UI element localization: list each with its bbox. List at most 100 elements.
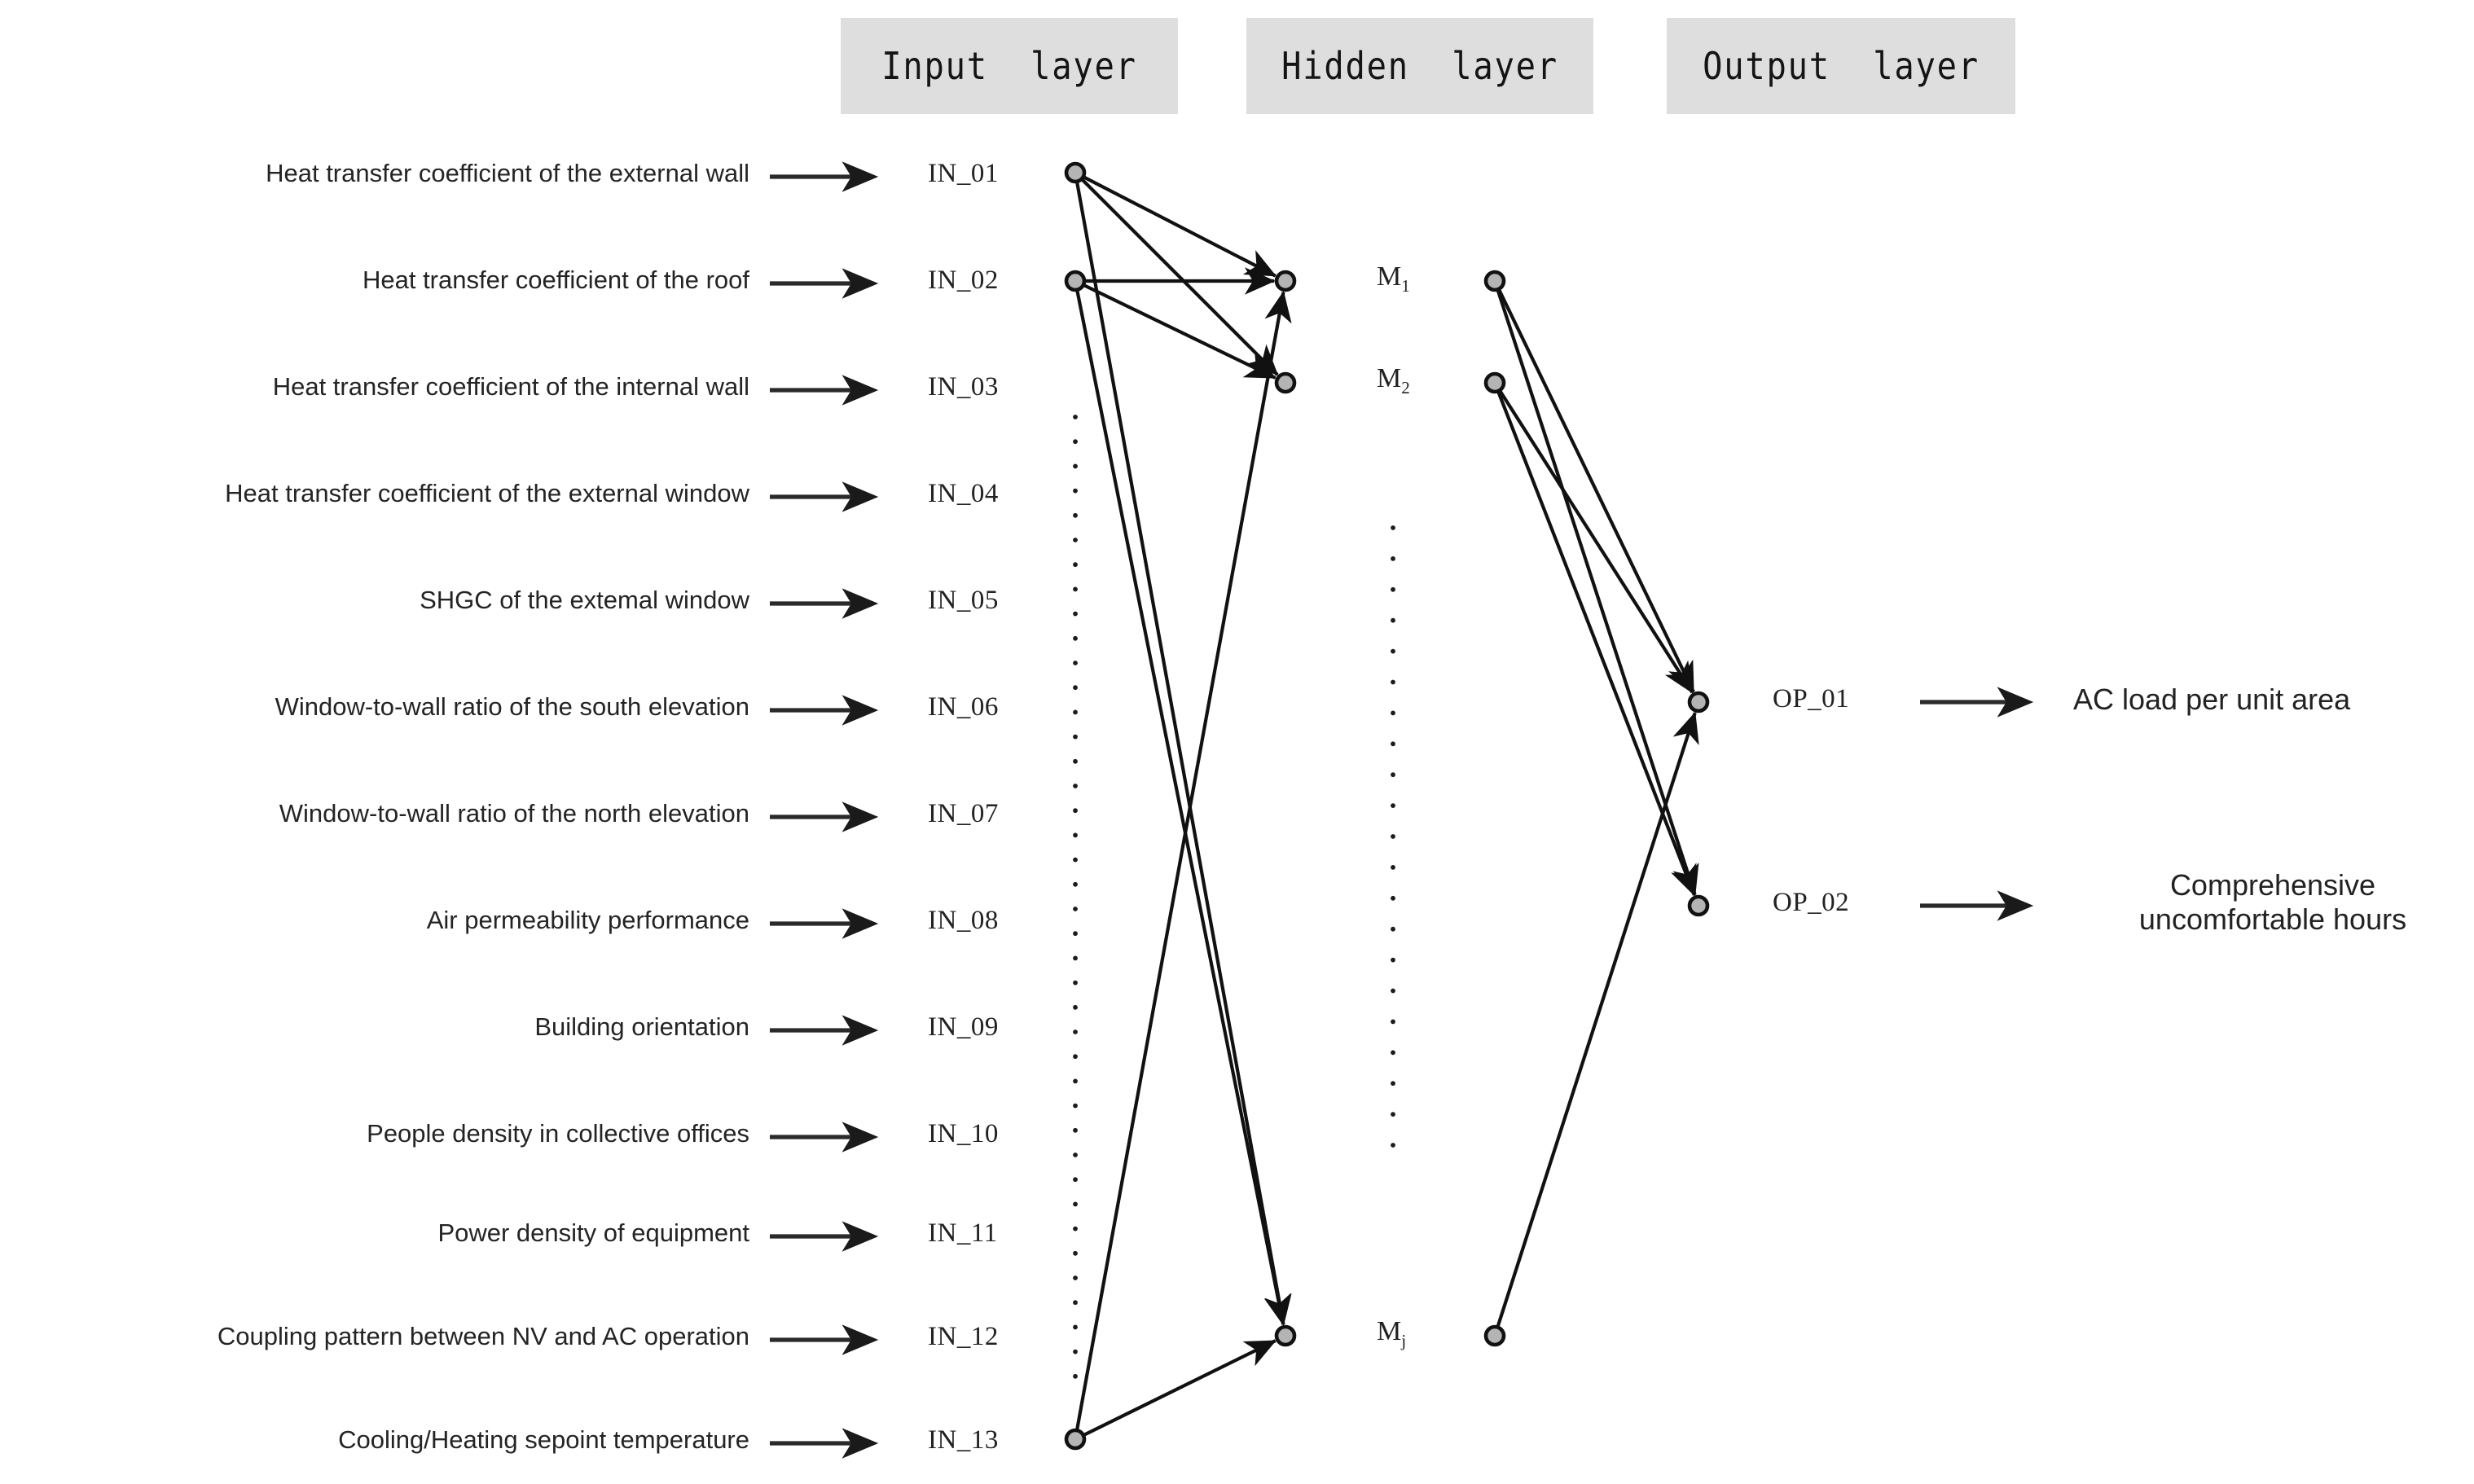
input-variable-label: Heat transfer coefficient of the externa… <box>266 159 749 187</box>
hidden-node-label: Mj <box>1377 1316 1406 1351</box>
input-node-code: IN_13 <box>928 1425 999 1455</box>
input-variable-label: People density in collective offices <box>367 1119 749 1148</box>
input-ellipsis-dot <box>1073 709 1078 715</box>
input-ellipsis-dot <box>1073 955 1078 961</box>
input-ellipsis-dot <box>1073 1250 1078 1256</box>
output-node-code: OP_02 <box>1773 888 1850 917</box>
input-variable-label: Coupling pattern between NV and AC opera… <box>217 1322 749 1350</box>
input-ellipsis-dot <box>1073 784 1078 788</box>
output-result-label: Comprehensive uncomfortable hours <box>2138 868 2407 937</box>
input-ellipsis-dot <box>1073 832 1078 838</box>
hidden-ellipsis-dot <box>1391 617 1395 623</box>
hidden-node-mj <box>1274 1324 1297 1347</box>
input-ellipsis-dot <box>1073 808 1078 814</box>
hidden-ellipsis-dot <box>1391 772 1395 778</box>
layer-header-output: Output layer <box>1667 18 2015 114</box>
input-node-in_02 <box>1064 270 1087 292</box>
layer-header-input: Input layer <box>841 18 1178 114</box>
hidden-ellipsis-dot <box>1391 1143 1395 1148</box>
input-ellipsis-dot <box>1073 881 1078 887</box>
input-ellipsis-dot <box>1073 586 1078 592</box>
output-node-op_01 <box>1687 691 1710 713</box>
hidden-output-source-node-1 <box>1483 270 1506 292</box>
hidden-ellipsis-dot <box>1391 957 1395 963</box>
input-variable-label: Building orientation <box>534 1012 749 1041</box>
input-variable-label: Power density of equipment <box>437 1218 749 1247</box>
input-ellipsis-dot <box>1073 611 1078 617</box>
input-ellipsis-dot <box>1073 1300 1078 1306</box>
input-ellipsis-dot <box>1073 1324 1078 1330</box>
input-variable-label: Heat transfer coefficient of the interna… <box>272 372 749 401</box>
hidden-node-m2 <box>1274 371 1297 394</box>
hidden-node-label-subscript: 2 <box>1401 377 1410 397</box>
input-ellipsis-dot <box>1073 1177 1078 1183</box>
input-node-code: IN_12 <box>928 1322 999 1351</box>
hidden-node-label-letter: M <box>1377 1316 1402 1346</box>
input-ellipsis-dot <box>1073 439 1078 445</box>
hidden-ellipsis-dot <box>1391 834 1395 839</box>
hidden-ellipsis-dot <box>1391 648 1395 654</box>
input-ellipsis-dot <box>1073 1103 1078 1109</box>
hidden-ellipsis-dot <box>1391 1112 1395 1117</box>
network-edge <box>1083 175 1277 278</box>
input-variable-label: Air permeability performance <box>426 906 749 934</box>
input-node-code: IN_01 <box>928 159 999 188</box>
input-ellipsis-dot <box>1073 538 1078 542</box>
network-edge <box>1496 391 1697 897</box>
network-edge <box>1496 711 1699 1328</box>
input-ellipsis-dot <box>1073 907 1078 911</box>
input-ellipsis-dot <box>1073 1349 1078 1354</box>
hidden-ellipsis-dot <box>1391 556 1395 561</box>
input-node-code: IN_05 <box>928 586 999 615</box>
input-ellipsis-dot <box>1073 661 1078 665</box>
input-ellipsis-dot <box>1073 857 1078 863</box>
input-ellipsis-dot <box>1073 980 1078 986</box>
hidden-ellipsis-dot <box>1391 865 1395 870</box>
input-ellipsis-dot <box>1073 1226 1078 1232</box>
output-node-op_02 <box>1687 894 1710 917</box>
network-edge <box>1081 178 1279 376</box>
layer-header-output-label: Output layer <box>1687 18 1995 114</box>
input-node-code: IN_07 <box>928 799 999 828</box>
input-ellipsis-dot <box>1073 1201 1078 1207</box>
input-ellipsis-dot <box>1073 1275 1078 1280</box>
input-ellipsis-dot <box>1073 488 1078 494</box>
input-variable-label: Heat transfer coefficient of the roof <box>362 266 749 294</box>
hidden-ellipsis-dot <box>1391 1019 1395 1025</box>
hidden-node-m1 <box>1274 270 1297 292</box>
input-node-code: IN_10 <box>928 1119 999 1148</box>
hidden-ellipsis-dot <box>1391 679 1395 685</box>
input-ellipsis-dot <box>1073 635 1078 641</box>
hidden-node-label-letter: M <box>1377 363 1402 393</box>
input-node-code: IN_02 <box>928 266 999 295</box>
input-variable-label: Cooling/Heating sepoint temperature <box>338 1425 749 1454</box>
input-node-in_13 <box>1064 1428 1087 1451</box>
input-ellipsis-dot <box>1073 1153 1078 1157</box>
hidden-ellipsis-dot <box>1391 926 1395 932</box>
network-edge <box>1498 389 1694 694</box>
input-ellipsis-dot <box>1073 512 1078 518</box>
layer-header-hidden-label: Hidden layer <box>1267 18 1573 114</box>
input-variable-label: SHGC of the extemal window <box>420 586 749 614</box>
network-edge <box>1075 290 1291 1326</box>
input-feed-arrows <box>770 161 879 1459</box>
output-result-label: AC load per unit area <box>2073 683 2351 716</box>
layer-header-input-label: Input layer <box>860 18 1158 114</box>
input-ellipsis-dot <box>1073 1004 1078 1010</box>
hidden-ellipsis-dot <box>1391 988 1395 994</box>
network-edge <box>1083 283 1277 380</box>
network-edge <box>1083 1339 1277 1437</box>
input-ellipsis-dot <box>1073 562 1078 568</box>
input-variable-label: Window-to-wall ratio of the north elevat… <box>279 799 749 828</box>
ellipsis-dot-columns <box>1073 415 1395 1379</box>
layer-header-hidden: Hidden layer <box>1246 18 1593 114</box>
network-edge <box>1497 288 1695 693</box>
hidden-ellipsis-dot <box>1391 895 1395 901</box>
output-node-code: OP_01 <box>1773 684 1850 713</box>
input-ellipsis-dot <box>1073 1127 1078 1133</box>
input-node-code: IN_04 <box>928 479 999 508</box>
input-ellipsis-dot <box>1073 1054 1078 1060</box>
hidden-ellipsis-dot <box>1391 803 1395 808</box>
network-nodes <box>1064 161 1710 1451</box>
network-edge <box>1075 182 1292 1326</box>
